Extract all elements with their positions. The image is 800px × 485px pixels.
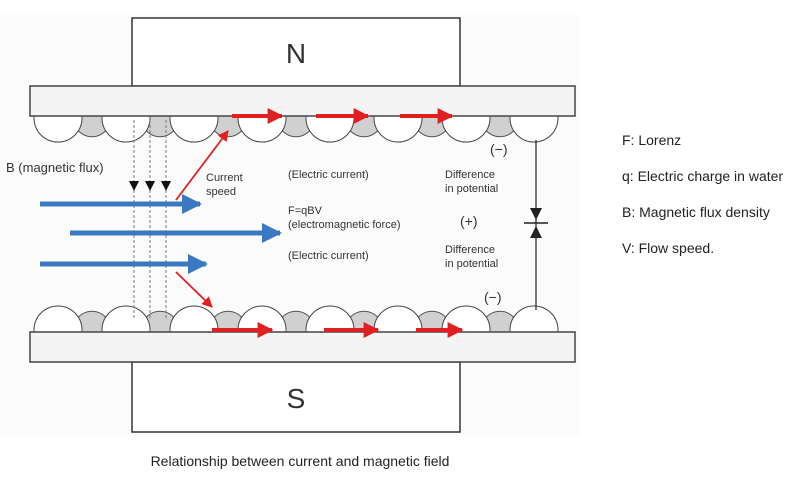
legend-item-lorenz: F: Lorenz [622, 132, 682, 148]
top-electrode-plate [29, 85, 576, 117]
legend-item-flow-speed: V: Flow speed. [622, 240, 715, 256]
potential-measurement [524, 140, 548, 310]
electric-current-label-bottom: (Electric current) [288, 250, 369, 262]
flux-direction-markers [129, 181, 171, 191]
flux-guide-lines [133, 120, 167, 320]
electric-current-label-top: (Electric current) [288, 169, 369, 181]
difference-bottom-line1: Difference [445, 244, 495, 256]
flux-down-marker [161, 181, 171, 191]
legend-item-charge: q: Electric charge in water [622, 168, 784, 184]
flux-down-marker [145, 181, 155, 191]
north-pole-label: N [286, 38, 306, 69]
magnetic-flux-label: B (magnetic flux) [6, 160, 104, 175]
deflection-arrows [175, 130, 229, 308]
electromagnetic-force-label: (electromagnetic force) [288, 219, 401, 231]
plus-sign-middle: (+) [460, 213, 478, 229]
current-speed-label-line1: Current [206, 172, 243, 184]
north-pole-block [131, 17, 461, 87]
legend-item-flux-density: B: Magnetic flux density [622, 204, 770, 220]
deflection-arrow-down [175, 271, 213, 308]
difference-bottom-line2: in potential [445, 258, 498, 270]
potential-arrow-up [530, 226, 542, 238]
current-speed-label-line2: speed [206, 186, 236, 198]
difference-top-line1: Difference [445, 169, 495, 181]
legend: F: Lorenz q: Electric charge in water B:… [622, 130, 783, 274]
force-formula-label: F=qBV [288, 205, 323, 217]
magnetic-flux-arrows [40, 194, 282, 274]
figure-caption: Relationship between current and magneti… [150, 453, 450, 469]
deflection-arrow-up [175, 130, 229, 201]
flux-down-marker [129, 181, 139, 191]
potential-arrow-down [530, 208, 542, 220]
difference-top-line2: in potential [445, 183, 498, 195]
bottom-electrode-plate [29, 331, 576, 363]
electric-current-arrows [212, 108, 464, 338]
minus-sign-bottom: (−) [484, 289, 502, 305]
south-pole-label: S [287, 383, 306, 414]
minus-sign-top: (−) [490, 141, 508, 157]
